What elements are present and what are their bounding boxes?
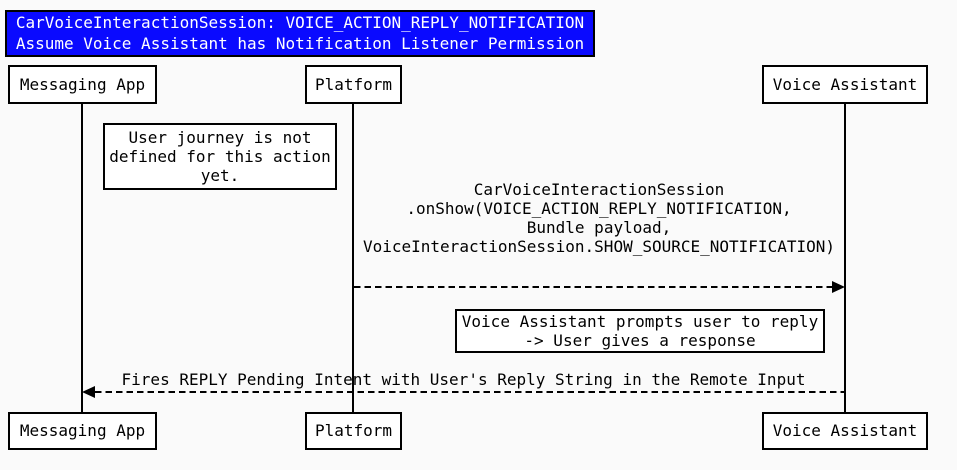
- diagram-title-box: CarVoiceInteractionSession: VOICE_ACTION…: [5, 10, 595, 57]
- message-onshow-arrowhead-right-icon: [832, 281, 845, 293]
- note-voice-assistant-prompt: Voice Assistant prompts user to reply ->…: [455, 309, 825, 353]
- note-voice-assistant-prompt-line-2: -> User gives a response: [524, 331, 756, 350]
- message-fires-reply-label: Fires REPLY Pending Intent with User's R…: [121, 370, 806, 389]
- actor-bottom-voice-assistant: Voice Assistant: [762, 412, 928, 450]
- message-onshow-line-1: CarVoiceInteractionSession: [473, 180, 725, 199]
- actor-bottom-platform: Platform: [305, 412, 402, 450]
- lifeline-messaging-app: [81, 104, 83, 412]
- lifeline-platform: [352, 104, 354, 412]
- note-user-journey-line-3: yet.: [200, 166, 240, 185]
- message-onshow-label: CarVoiceInteractionSession .onShow(VOICE…: [353, 180, 845, 256]
- message-onshow-line-3: Bundle payload,: [526, 218, 672, 237]
- message-onshow-arrow-line: [354, 286, 833, 288]
- note-user-journey-line-2: defined for this action: [109, 147, 331, 166]
- note-user-journey: User journey is not defined for this act…: [103, 123, 337, 190]
- note-user-journey-line-1: User journey is not: [128, 128, 312, 147]
- title-line-1: CarVoiceInteractionSession: VOICE_ACTION…: [15, 13, 585, 32]
- message-onshow-line-4: VoiceInteractionSession.SHOW_SOURCE_NOTI…: [362, 237, 835, 256]
- message-fires-reply-arrow-line: [95, 391, 845, 393]
- actor-top-voice-assistant: Voice Assistant: [762, 65, 928, 104]
- actor-top-platform: Platform: [305, 65, 402, 104]
- actor-top-messaging-app: Messaging App: [8, 65, 157, 104]
- title-line-2: Assume Voice Assistant has Notification …: [15, 34, 585, 53]
- note-voice-assistant-prompt-line-1: Voice Assistant prompts user to reply: [461, 312, 819, 331]
- actor-bottom-messaging-app: Messaging App: [8, 412, 157, 450]
- lifeline-voice-assistant: [844, 104, 846, 412]
- message-onshow-line-2: .onShow(VOICE_ACTION_REPLY_NOTIFICATION,: [406, 199, 792, 218]
- message-fires-reply-arrowhead-left-icon: [82, 386, 95, 398]
